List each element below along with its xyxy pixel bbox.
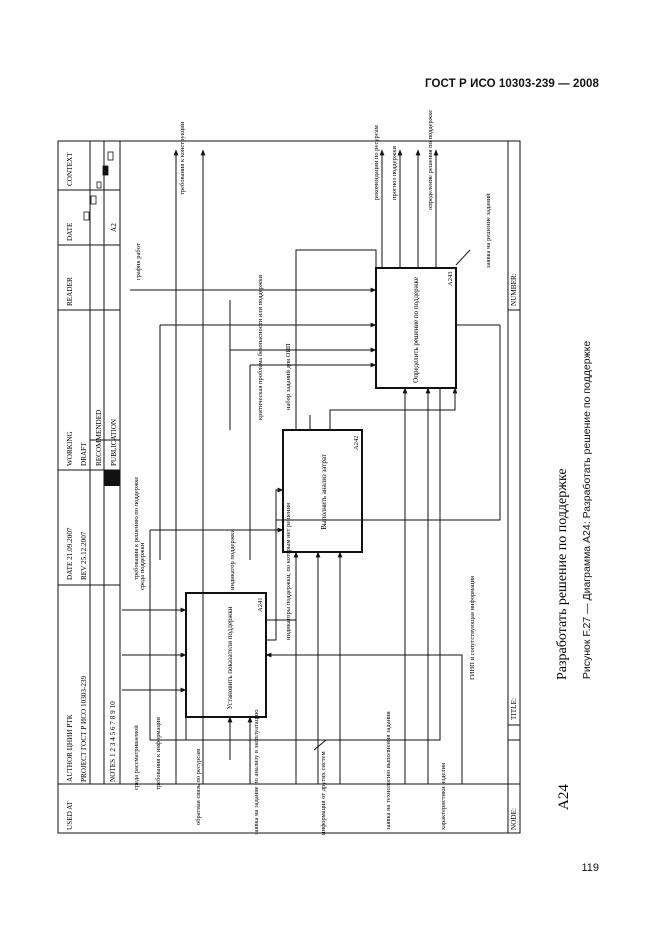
- label-l5: информация от других систем: [320, 751, 327, 835]
- label-l6: заявка на технологию выполнения задания: [385, 711, 392, 830]
- reader-label: READER: [66, 277, 74, 306]
- recommended-label: RECOMMENDED: [95, 410, 103, 466]
- label-l19: определение решения по поддержке: [427, 110, 434, 210]
- project-label: PROJECT ГОСТ Р ИСО 10303-239: [80, 675, 88, 782]
- label-l12: требования к решению по поддержке: [133, 477, 140, 580]
- label-l14: набор заданий для ОИП: [285, 343, 292, 410]
- rev-label: REV 25.12.2007: [80, 531, 88, 580]
- date2-label: DATE: [66, 222, 74, 241]
- working-label: WORKING: [66, 431, 74, 466]
- label-l7: характеристики изделия: [440, 763, 447, 830]
- author-label: AUTHOR ЦНИИ РТК: [66, 714, 74, 782]
- label-l15: график работ: [135, 243, 142, 280]
- box-a243-label: Определить решение по поддержке: [412, 277, 420, 383]
- date-label: DATE 21.09.2007: [66, 527, 74, 580]
- label-l17: рекомендации по ресурсам: [373, 125, 380, 200]
- label-l16: требования к конструкции: [179, 121, 186, 195]
- publication-label: PUBLICATION: [110, 418, 118, 466]
- label-l18: прогноз поддержки: [391, 145, 398, 200]
- figure-caption: Рисунок F.27 — Диаграмма А24: Разработат…: [581, 340, 593, 680]
- label-l9: индикатор поддержки: [229, 529, 236, 590]
- context-node: A2: [110, 223, 118, 232]
- frame-marker: [104, 470, 120, 486]
- label-l10: индикаторы поддержки, по которым нет реш…: [285, 503, 292, 640]
- arrows: [122, 149, 501, 784]
- number-label: NUMBER:: [510, 273, 518, 306]
- context-label: CONTEXT: [66, 152, 74, 186]
- box-a242-label: Выполнить анализ затрат: [320, 454, 328, 530]
- label-l2: требования к информации: [155, 717, 162, 790]
- draft-label: DRAFT: [80, 442, 88, 466]
- page-number: 119: [581, 862, 599, 874]
- label-l3: обратная связь по ресурсам: [195, 749, 202, 825]
- frame-text: USED AT AUTHOR ЦНИИ РТК PROJECT ГОСТ Р И…: [66, 152, 572, 830]
- notes-label: NOTES 1 2 3 4 5 6 7 8 9 10: [109, 701, 117, 782]
- node-number: A24: [556, 784, 572, 810]
- label-l4: заявка на задание по анализу в эксплуата…: [253, 709, 260, 835]
- box-a243-id: A243: [447, 272, 454, 286]
- label-l8: ГИНП и сопутствующая информация: [469, 576, 476, 680]
- arrow-labels: среда рассматриваемой требования к инфор…: [133, 110, 492, 835]
- box-a242-id: A242: [353, 436, 360, 450]
- label-l20: заявка на решение заданий: [485, 193, 492, 268]
- node-label: NODE:: [510, 808, 518, 830]
- document-header: ГОСТ Р ИСО 10303-239 — 2008: [424, 78, 599, 90]
- box-a243: [375, 267, 457, 389]
- diagram-frame: [57, 140, 521, 834]
- label-l1: среда рассматриваемой: [133, 725, 140, 790]
- used-at-label: USED AT: [66, 800, 74, 830]
- box-a241-id: A241: [257, 598, 264, 612]
- activity-boxes: Установить показатели поддержки A241 Вып…: [185, 267, 457, 718]
- context-thumbnail: [83, 151, 114, 221]
- label-l13: критическая проблема безопасности или по…: [257, 275, 264, 420]
- label-l11: среда поддержки: [139, 542, 146, 590]
- diagram-title: Разработать решение по поддержке: [555, 468, 570, 680]
- box-a241-label: Установить показатели поддержки: [226, 606, 234, 709]
- title-label: TITLE:: [510, 698, 518, 720]
